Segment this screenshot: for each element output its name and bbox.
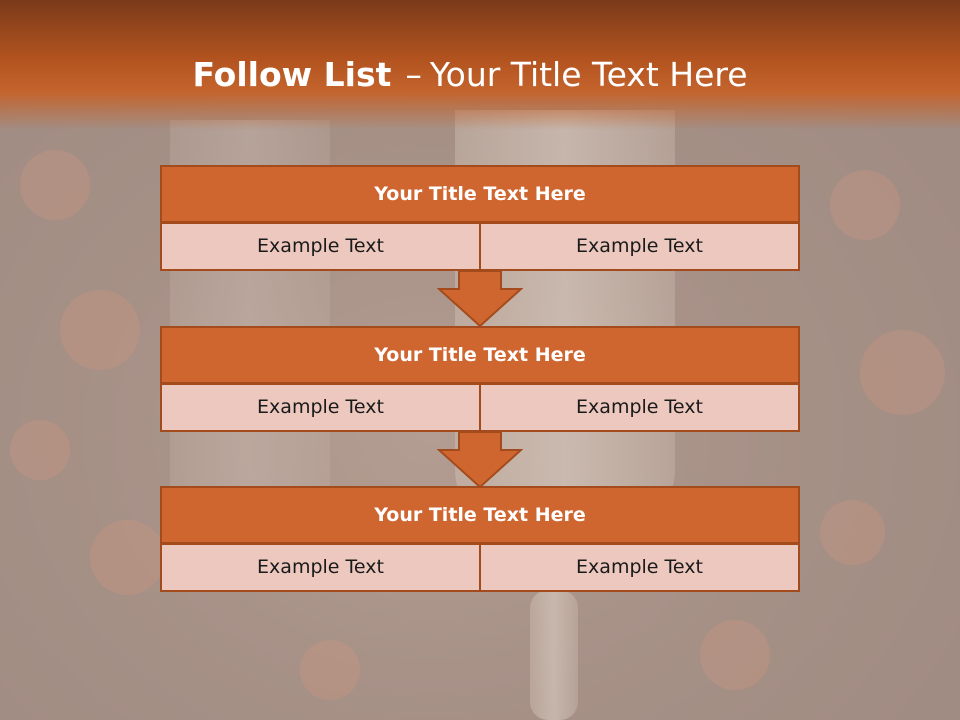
step-title-2: Your Title Text Here	[160, 326, 800, 384]
step-1-right-cell: Example Text	[479, 222, 800, 271]
step-title-1: Your Title Text Here	[160, 165, 800, 223]
down-arrow-icon	[437, 432, 523, 488]
title-dash: –	[405, 55, 422, 94]
step-3-right-cell: Example Text	[479, 543, 800, 592]
slide-title: Follow List–Your Title Text Here	[0, 52, 940, 98]
title-bold-part: Follow List	[192, 55, 392, 94]
step-title-3: Your Title Text Here	[160, 486, 800, 544]
step-block-3: Your Title Text Here Example Text Exampl…	[160, 486, 800, 592]
step-2-right-cell: Example Text	[479, 383, 800, 432]
step-block-2: Your Title Text Here Example Text Exampl…	[160, 326, 800, 432]
title-band: Follow List–Your Title Text Here	[0, 0, 960, 130]
down-arrow-icon	[437, 271, 523, 327]
step-1-left-cell: Example Text	[160, 222, 481, 271]
step-3-left-cell: Example Text	[160, 543, 481, 592]
step-2-left-cell: Example Text	[160, 383, 481, 432]
title-rest: Your Title Text Here	[429, 55, 748, 94]
step-block-1: Your Title Text Here Example Text Exampl…	[160, 165, 800, 271]
